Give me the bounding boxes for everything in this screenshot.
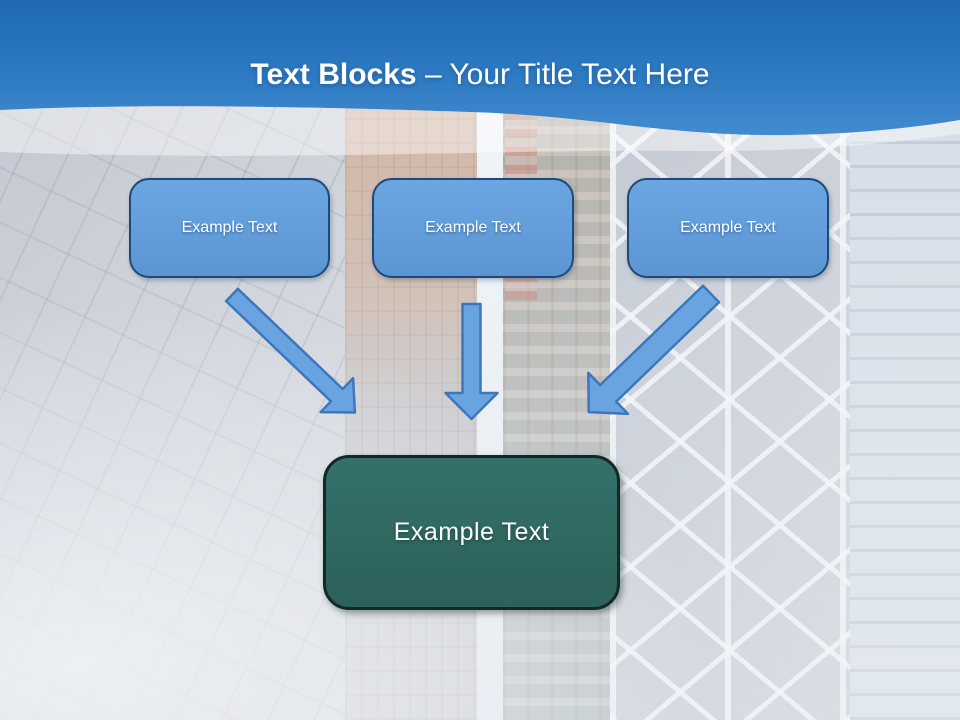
text-block-1-label: Example Text — [181, 219, 278, 236]
text-block-2[interactable]: Example Text — [372, 178, 574, 278]
header-wave-highlight-shape — [0, 106, 960, 156]
text-block-2-label: Example Text — [425, 219, 521, 236]
text-block-1[interactable]: Example Text — [129, 178, 330, 278]
text-block-3[interactable]: Example Text — [627, 178, 829, 278]
header-wave-blue-shape — [0, 0, 960, 136]
result-block-label: Example Text — [393, 518, 550, 546]
header-wave — [0, 0, 960, 156]
result-block[interactable]: Example Text — [323, 455, 620, 610]
title-bold-text: Text Blocks — [250, 58, 417, 91]
page-title: Text Blocks – Your Title Text Here — [0, 57, 960, 93]
text-block-3-label: Example Text — [680, 219, 776, 236]
title-rest-text: – Your Title Text Here — [424, 58, 710, 91]
